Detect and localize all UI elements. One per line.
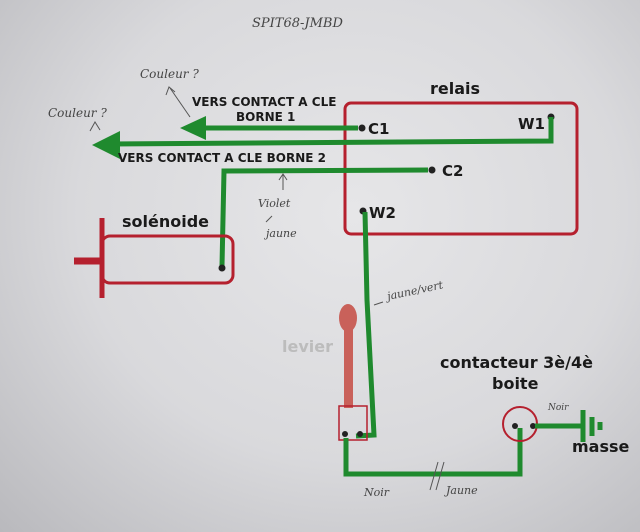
arrow-borne1-label-line2: BORNE 1 [236, 110, 295, 124]
lever-shaft [344, 326, 353, 408]
pencil-break-mark-2 [435, 461, 445, 491]
wire-w2-to-lever [355, 211, 377, 439]
relay-pin-c2-label: C2 [442, 162, 463, 180]
relay-pin-w2-label: W2 [369, 204, 396, 222]
solenoid-body [100, 234, 235, 285]
wire-lever-to-switch [343, 428, 523, 477]
wire-c2-to-solenoid [219, 167, 429, 267]
annotation-jaune-vert: jaune/vert [383, 278, 445, 303]
pencil-break-mark-1 [429, 461, 439, 491]
pencil-arrow-1 [89, 121, 101, 132]
lever-pin-2 [357, 431, 363, 437]
pencil-arrow-violet [278, 173, 288, 181]
lever-title: levier [282, 337, 333, 356]
relay-pin-c2 [428, 166, 436, 174]
annotation-jaune: jaune [263, 227, 297, 240]
arrowhead-borne1 [180, 116, 206, 140]
ground-title: masse [572, 437, 630, 456]
relay-pin-c1 [358, 124, 366, 132]
lever-pin-1 [342, 431, 348, 437]
switch-pin-1 [512, 423, 518, 429]
annotation-noir-top: Noir [547, 403, 569, 413]
pencil-arrow-2 [165, 86, 176, 96]
relay-title: relais [430, 79, 480, 98]
pencil-slash [265, 215, 273, 223]
pencil-line-2 [169, 87, 191, 118]
pencil-arrow-jaune-vert [373, 301, 384, 306]
annotation-jaune-bottom: Jaune [444, 484, 478, 497]
handwritten-title: SPIT68-JMBD [252, 16, 343, 31]
annotation-violet: Violet [258, 197, 291, 210]
relay-pin-c1-label: C1 [368, 120, 389, 138]
relay-pin-w1-label: W1 [518, 115, 545, 133]
switch-title-line2: boite [492, 374, 539, 393]
solenoid-pin [218, 264, 226, 272]
lever-switch-box [338, 405, 368, 441]
annotation-color-question-2: Couleur ? [140, 67, 199, 81]
arrow-borne1-label-line1: VERS CONTACT A CLE [192, 95, 336, 109]
solenoid-title: solénoide [122, 212, 209, 231]
lever-knob [339, 304, 357, 332]
annotation-color-question-1: Couleur ? [48, 106, 107, 120]
switch-pin-2 [530, 423, 536, 429]
arrowhead-borne2 [92, 131, 120, 159]
switch-title-line1: contacteur 3è/4è [440, 353, 593, 372]
annotation-noir-bottom: Noir [363, 486, 390, 499]
arrow-borne2-label: VERS CONTACT A CLE BORNE 2 [118, 151, 326, 165]
wire-w1-to-borne2 [109, 117, 554, 147]
